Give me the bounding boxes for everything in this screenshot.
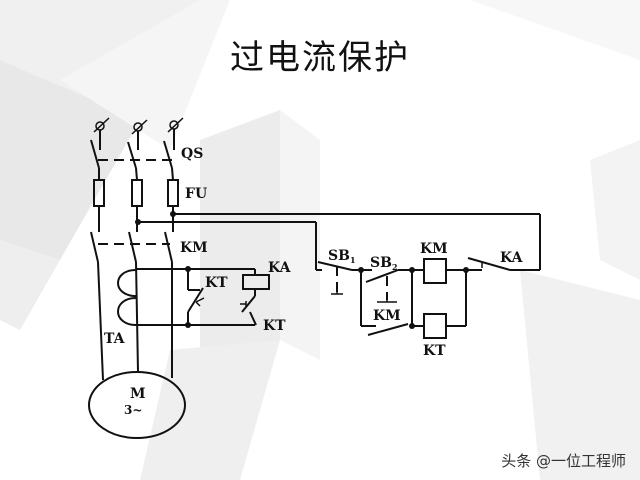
km-main-label: KM: [180, 240, 208, 256]
qs-pole-2: [127, 119, 148, 169]
ka-contact-label: KA: [500, 250, 524, 266]
phase-l2: [135, 261, 139, 373]
ta-label: TA: [104, 331, 126, 347]
km-aux-label: KM: [373, 308, 401, 324]
sb1-label: SB1: [328, 248, 356, 265]
kt-contact-label-1: KT: [205, 275, 228, 291]
motor-symbol: [88, 371, 186, 439]
kt-delayed-contact: [241, 295, 256, 313]
kt-nc-contact: [187, 287, 204, 313]
sb2-label: SB2: [370, 255, 398, 272]
kt-coil: [423, 313, 447, 339]
qs-pole-3: [163, 117, 184, 169]
ta-secondary-circuit: [136, 266, 270, 328]
ka-coil: [242, 274, 270, 290]
phase-l1: [97, 261, 104, 381]
ka-nc-contact: [467, 257, 511, 271]
qs-pole-1: [90, 117, 110, 169]
km-main-contacts: [90, 226, 174, 263]
sb2-start-button: [365, 269, 399, 283]
ta-current-transformer: [117, 269, 137, 326]
slide-title: 过电流保护: [230, 38, 410, 78]
fu-fuses: [93, 167, 179, 226]
fu-label: FU: [185, 186, 207, 202]
control-circuit: [315, 214, 541, 339]
qs-label: QS: [181, 146, 203, 162]
ka-coil-label: KA: [268, 260, 292, 276]
sb1-stop-button: [317, 261, 353, 271]
km-coil: [423, 258, 447, 284]
motor-label: M: [130, 386, 146, 402]
motor-phase-label: 3~: [124, 403, 142, 417]
watermark: 头条 @一位工程师: [501, 452, 626, 470]
km-aux-contact: [367, 323, 409, 336]
kt-contact-label-2: KT: [263, 318, 286, 334]
kt-coil-label: KT: [423, 343, 446, 359]
qs-isolator: [90, 117, 184, 169]
km-coil-label: KM: [420, 241, 448, 257]
